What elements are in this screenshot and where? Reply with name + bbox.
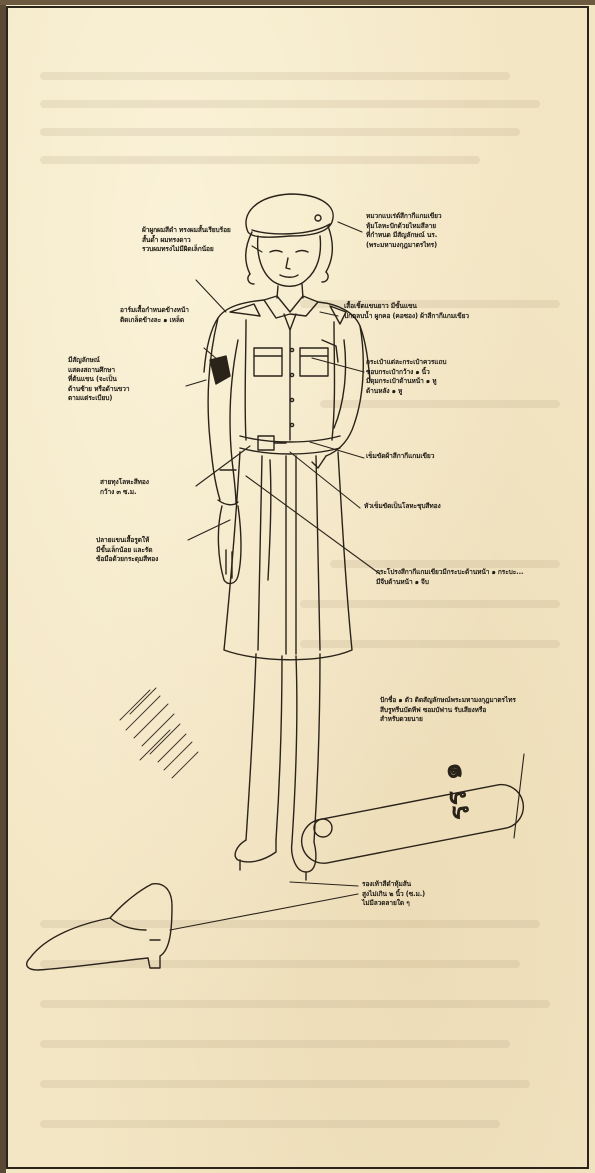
strap-marking: รร ๑ (433, 760, 476, 823)
annotation-cuff: ปลายแขนเสื้อรูดให้ มีขั้นเล็กน้อย และรัด… (96, 536, 158, 565)
sleeve-patch-illustration (210, 356, 230, 384)
annotation-epaulette: อาร์มเสื้อกำหนดข้างหน้า ติดเกล็ดข้างละ ๑… (120, 306, 189, 325)
annotation-buckle: หัวเข็มขัดเป็นโลหะชุบสีทอง (364, 502, 441, 512)
face-illustration (258, 236, 321, 286)
annotation-cap: หมวกแบเร่ต์สีกากีแกมเขียว หุ้มโลหะปักด้ว… (366, 212, 442, 250)
shoulder-strap-illustration (298, 781, 527, 867)
annotation-blouse: เสื้อเชิ้ตแขนยาว มีขั้นแขน ปกตลบน้ำ ผูกค… (344, 302, 469, 321)
annotation-belt-width: สายทุงโลหะสีทอง กว้าง ๓ ซ.ม. (100, 478, 149, 497)
shading-texture (120, 688, 198, 778)
annotation-hair: ผ้าผูกผมสีดำ ทรงผมสั้นเรียบร้อย สั้นด้ำ … (142, 226, 231, 255)
annotation-shoes: รองเท้าสีดำหุ้มส้น สูงไม่เกิน ๒ นิ้ว (ซ.… (362, 880, 425, 909)
annotation-shoulder-strap: ปักชื่อ ๑ ตัว ติดสัญลักษณ์พระมหามงกุฎมาต… (380, 696, 516, 725)
skirt-illustration (224, 452, 352, 660)
annotation-pocket: กระเป๋าแต่ละกระเป๋าควรแถบ ขอบกระเป๋ากว้า… (366, 358, 446, 396)
left-hand-illustration (218, 506, 241, 583)
annotation-belt: เข็มขัดผ้าสีกากีแกมเขียว (366, 452, 434, 462)
annotation-sleeve-symbol: มีสัญลักษณ์ แสดงสถานศึกษา ที่ต้นแขน (จะเ… (68, 356, 129, 404)
annotation-skirt: กระโปรงสีกากีแกมเขียวมีกระบะด้านหน้า ๑ ก… (376, 568, 523, 587)
legs-illustration (246, 654, 282, 840)
shoe-illustration (27, 884, 172, 970)
collar-illustration (264, 296, 318, 318)
